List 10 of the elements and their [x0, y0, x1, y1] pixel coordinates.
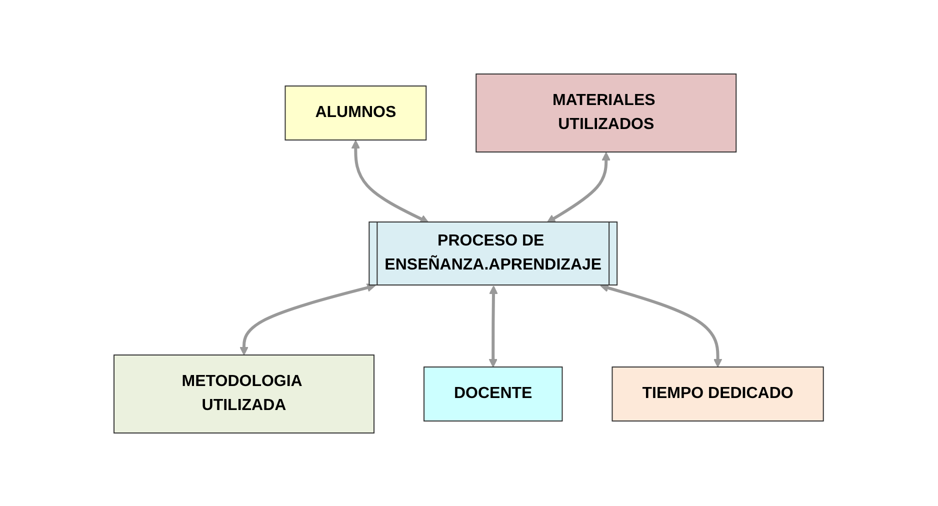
node-box: TIEMPO DEDICADO [612, 366, 824, 421]
arrow [547, 152, 611, 222]
arrow [489, 285, 498, 367]
arrow [240, 282, 376, 355]
arrow [600, 283, 722, 367]
node-box: ALUMNOS [285, 85, 427, 140]
node-box: METODOLOGIA UTILIZADA [114, 354, 375, 433]
node-box: DOCENTE [424, 366, 564, 421]
node-box: MATERIALES UTILIZADOS [476, 73, 737, 152]
arrow [352, 140, 430, 222]
